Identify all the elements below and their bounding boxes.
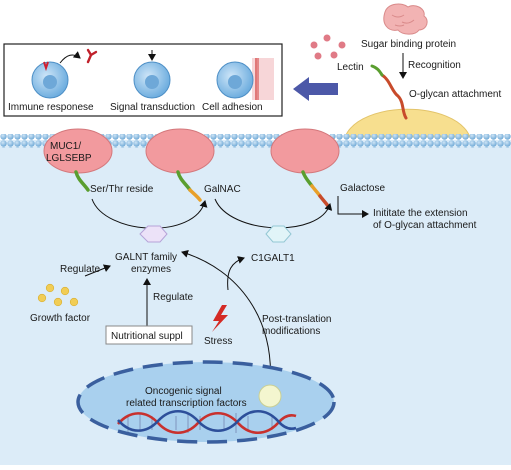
oncogenic-label-line1: Oncogenic signal (145, 386, 222, 397)
membrane-protein-3 (270, 128, 340, 174)
sugar-binding-protein-label: Sugar binding protein (361, 39, 456, 50)
growth-factor-dots (37, 283, 79, 307)
immune-arrow (59, 51, 81, 64)
adhesion-cell-icon (216, 58, 274, 100)
immune-cell-icon (31, 61, 69, 99)
oncogenic-signal-arrow (181, 249, 271, 387)
nucleus (76, 360, 336, 444)
dna-helix-icon (117, 409, 297, 435)
sugar-binding-protein-icon (383, 3, 428, 35)
o-glycan-chain-top (380, 73, 408, 120)
galnt-hexagon-icon (139, 225, 168, 243)
lectin-dots (310, 34, 346, 60)
galactose-label: Galactose (340, 183, 385, 194)
c1galt1-hexagon-icon (265, 225, 292, 243)
c1galt1-label: C1GALT1 (251, 253, 295, 264)
galnac-label: GalNAC (204, 184, 241, 195)
membrane-protein-2 (145, 128, 215, 174)
initiate-label-line1: Inititate the extension (373, 208, 468, 219)
stress-lightning-icon (212, 305, 228, 332)
ser-thr-label: Ser/Thr reside (90, 184, 154, 195)
cell-adhesion-label: Cell adhesion (202, 102, 263, 113)
membrane-upper-beads (0, 134, 511, 141)
recognition-flow-arrow (293, 77, 338, 101)
initiate-label-line2: of O-glycan attachment (373, 220, 477, 231)
binding-cell-dome (344, 108, 471, 138)
stress-label: Stress (204, 336, 232, 347)
muc1-label-line1: MUC1/ (50, 141, 81, 152)
ser-thr-chain (74, 170, 90, 192)
growth-regulate-arrow (84, 264, 111, 277)
regulate-left-label: Regulate (60, 264, 100, 275)
antibody-icon (86, 48, 98, 64)
lectin-label: Lectin (337, 62, 364, 73)
nutritional-label: Nutritional suppl (111, 331, 183, 342)
galnac-chain (176, 170, 202, 202)
o-glycan-attachment-label: O-glycan attachment (409, 89, 501, 100)
transcription-factor-icon (258, 384, 282, 408)
nutritional-box (105, 325, 193, 345)
signal-transduction-label: Signal transduction (110, 102, 195, 113)
regulate-bottom-label: Regulate (153, 292, 193, 303)
galnt-label-line2: enzymes (131, 264, 171, 275)
o-glycan-chain-top-base (370, 64, 384, 77)
galnt-label-line1: GALNT family (115, 252, 177, 263)
immune-response-label: Immune responese (8, 102, 94, 113)
ptm-label-line1: Post-translation (262, 314, 331, 325)
c1galt1-input-arrow (227, 256, 245, 291)
oncogenic-label-line2: related transcription factors (126, 398, 247, 409)
ptm-label-line2: modifications (262, 326, 320, 337)
membrane-lower-beads (0, 141, 511, 148)
recognition-label: Recognition (408, 60, 461, 71)
growth-factor-label: Growth factor (30, 313, 91, 324)
muc1-label-line2: LGLSEBP (46, 153, 92, 164)
signal-cell-icon (133, 61, 171, 99)
initiate-extension-arrow (337, 196, 369, 218)
